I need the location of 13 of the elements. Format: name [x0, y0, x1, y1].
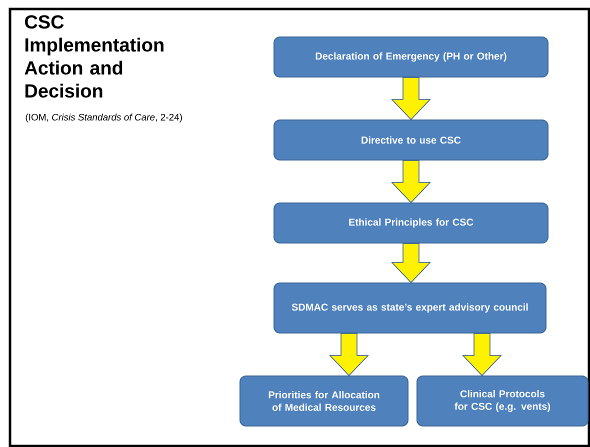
process-box: Declaration of Emergency (PH or Other) [274, 36, 548, 78]
process-box: SDMAC serves as state’s expert advisory council [274, 282, 546, 334]
arrow [391, 77, 431, 120]
arrow [462, 333, 502, 376]
process-box: Clinical Protocols for CSC (e.g. vents) [416, 375, 588, 426]
slide-title: CSC Implementation Action and Decision [24, 15, 164, 98]
arrow [391, 160, 431, 204]
citation-text: (IOM, Crisis Standards of Care, 2-24) [26, 114, 182, 122]
arrow [391, 243, 431, 284]
process-box: Priorities for Allocation of Medical Resources [240, 375, 408, 426]
arrow [329, 333, 369, 376]
process-box: Directive to use CSC [274, 120, 548, 160]
process-box: Ethical Principles for CSC [274, 202, 548, 244]
